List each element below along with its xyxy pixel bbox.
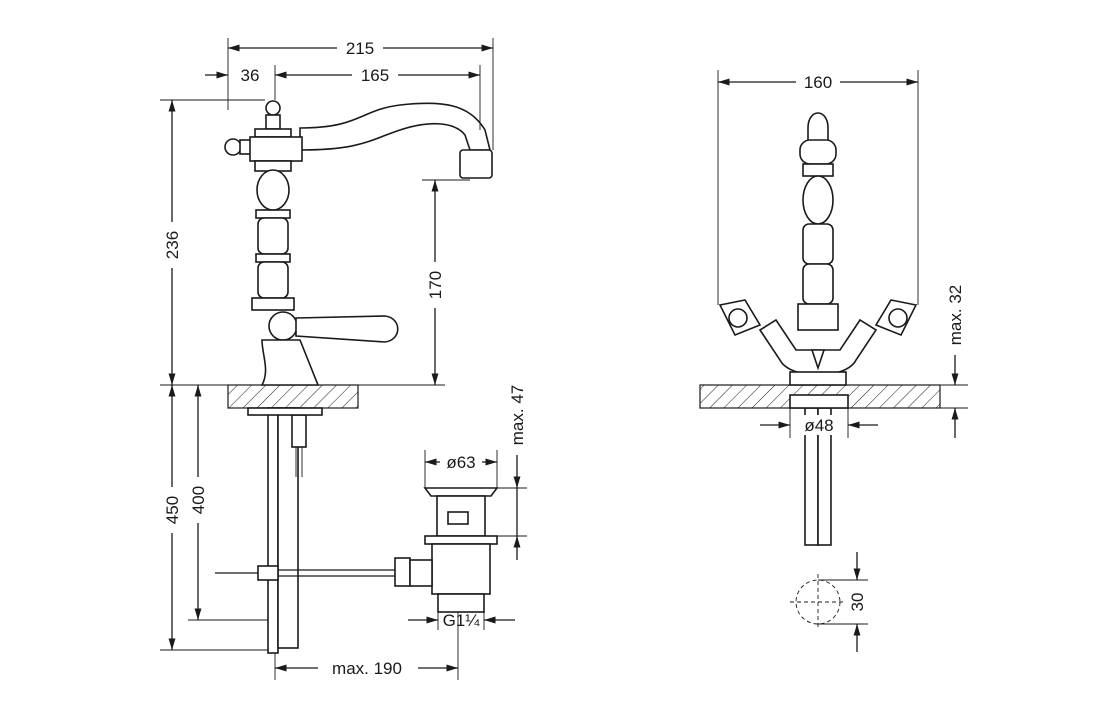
dim-o48-label: ø48 (804, 416, 833, 435)
countertop-section (227, 384, 359, 409)
dim-max-47-label: max. 47 (508, 385, 527, 445)
dim-max-32-label: max. 32 (946, 285, 965, 345)
dim-400-label: 400 (189, 486, 208, 514)
dim-36-label: 36 (241, 66, 260, 85)
dim-drain-diameter: ø63 (424, 450, 498, 488)
dim-base-diameter: ø48 (760, 408, 878, 438)
dim-lever-offset: 36 165 (205, 65, 481, 130)
dim-drain-max-reach: max. 190 (274, 612, 459, 680)
faucet-body (224, 100, 493, 386)
faucet-body-front (718, 112, 918, 386)
dim-max-190-label: max. 190 (332, 659, 402, 678)
dim-overall-height: 236 (160, 99, 265, 386)
dim-g1-1-4-label: G1¼ (443, 611, 481, 630)
side-view: 215 36 165 236 170 (160, 38, 527, 680)
dim-450-label: 450 (163, 496, 182, 524)
mounting-hole: 30 (790, 552, 868, 652)
dim-deck-thickness: max. 32 (940, 285, 968, 438)
dim-spout-height: 170 (358, 179, 470, 386)
dim-drain-thread: G1¼ (408, 611, 515, 630)
dim-160-label: 160 (804, 73, 832, 92)
supply-hoses-front (789, 394, 849, 546)
front-view: 160 max. 32 ø48 30 (699, 70, 968, 652)
dim-hose-length: 450 (160, 385, 268, 651)
dim-overall-width: 215 (227, 38, 494, 150)
dim-170-label: 170 (426, 271, 445, 299)
dim-165-label: 165 (361, 66, 389, 85)
dim-o63-label: ø63 (446, 453, 475, 472)
pop-up-waste (409, 487, 499, 613)
dim-drain-max-height: max. 47 (497, 385, 527, 560)
dim-236-label: 236 (163, 231, 182, 259)
right-handle (874, 299, 918, 337)
supply-hoses (247, 407, 323, 654)
dim-30-label: 30 (848, 593, 867, 612)
drain-pull-rod (215, 557, 411, 587)
left-handle (718, 299, 762, 337)
dim-handle-span: 160 (717, 70, 919, 305)
dim-215-label: 215 (346, 39, 374, 58)
dim-drain-length: 400 (188, 385, 268, 621)
